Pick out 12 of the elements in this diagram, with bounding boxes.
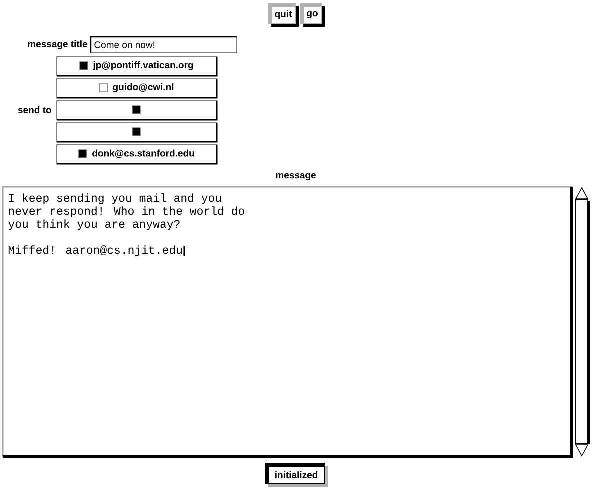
field-label: send to [18,106,52,114]
field-label: message title [28,40,88,50]
checkbox-button: guido@cwi.nl [56,78,218,99]
checkbox-button: jp@pontiff.vatican.org [56,56,218,77]
text-area: I keep sending you mail and you never respond! Who in the world do you think you are anyway? Miffed! aaron@cs.njit.edu [2,186,574,458]
checkbox-button [56,100,218,121]
push-button: quit [268,3,299,27]
checkbox-button: donk@cs.stanford.edu [56,144,218,165]
checkbox-button [56,122,218,143]
input-field: Come on now! [90,36,238,54]
push-button: go [300,3,325,27]
status-button: initialized [265,463,328,487]
